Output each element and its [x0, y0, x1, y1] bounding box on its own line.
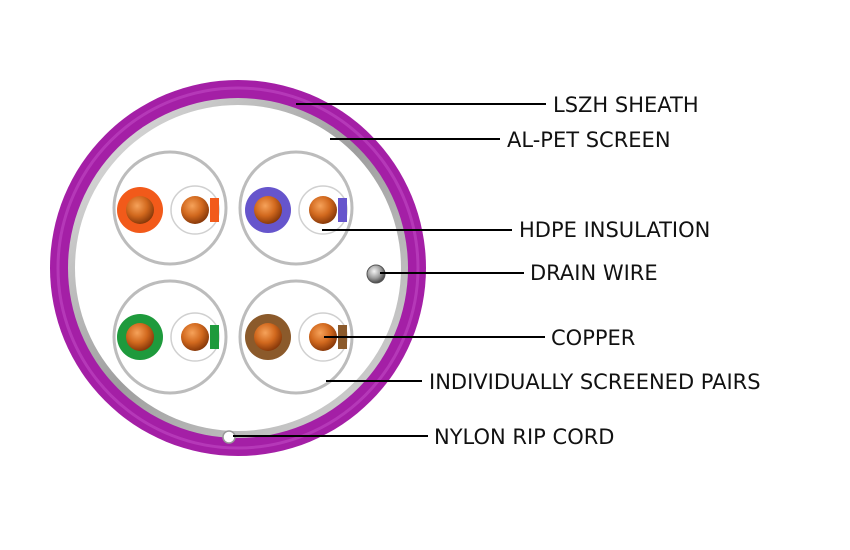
- pair-1-screen: [112, 150, 228, 266]
- screened-pair-3: [112, 279, 228, 395]
- pair-4-conductor-b-copper: [309, 323, 337, 351]
- pair-2-conductor-b-stripe: [338, 198, 347, 222]
- screened-pair-1: [112, 150, 228, 266]
- label-nylon-rip-cord: NYLON RIP CORD: [434, 425, 614, 449]
- label-drain-wire: DRAIN WIRE: [530, 261, 658, 285]
- label-copper: COPPER: [551, 326, 635, 350]
- pair-3-conductor-b-copper: [181, 323, 209, 351]
- lszh-sheath-highlight: [56, 86, 420, 450]
- pair-2-conductor-b-copper: [309, 196, 337, 224]
- pair-1-conductor-b-copper: [181, 196, 209, 224]
- label-hdpe-insulation: HDPE INSULATION: [519, 218, 710, 242]
- pair-3-conductor-b-stripe: [210, 325, 219, 349]
- screened-pair-2: [238, 150, 354, 266]
- pair-1-conductor-b-stripe: [210, 198, 219, 222]
- cable-core: [75, 105, 401, 431]
- pair-2-conductor-a-copper: [254, 196, 282, 224]
- pair-2-screen: [238, 150, 354, 266]
- pair-3-conductor-a-copper: [126, 323, 154, 351]
- label-lszh-sheath: LSZH SHEATH: [553, 93, 699, 117]
- pair-3-screen: [112, 279, 228, 395]
- pair-4-conductor-a-copper: [254, 323, 282, 351]
- pair-1-conductor-a-copper: [126, 196, 154, 224]
- label-al-pet-screen: AL-PET SCREEN: [507, 128, 671, 152]
- screened-pair-4: [238, 279, 354, 395]
- label-individually-screened-pairs: INDIVIDUALLY SCREENED PAIRS: [429, 370, 761, 394]
